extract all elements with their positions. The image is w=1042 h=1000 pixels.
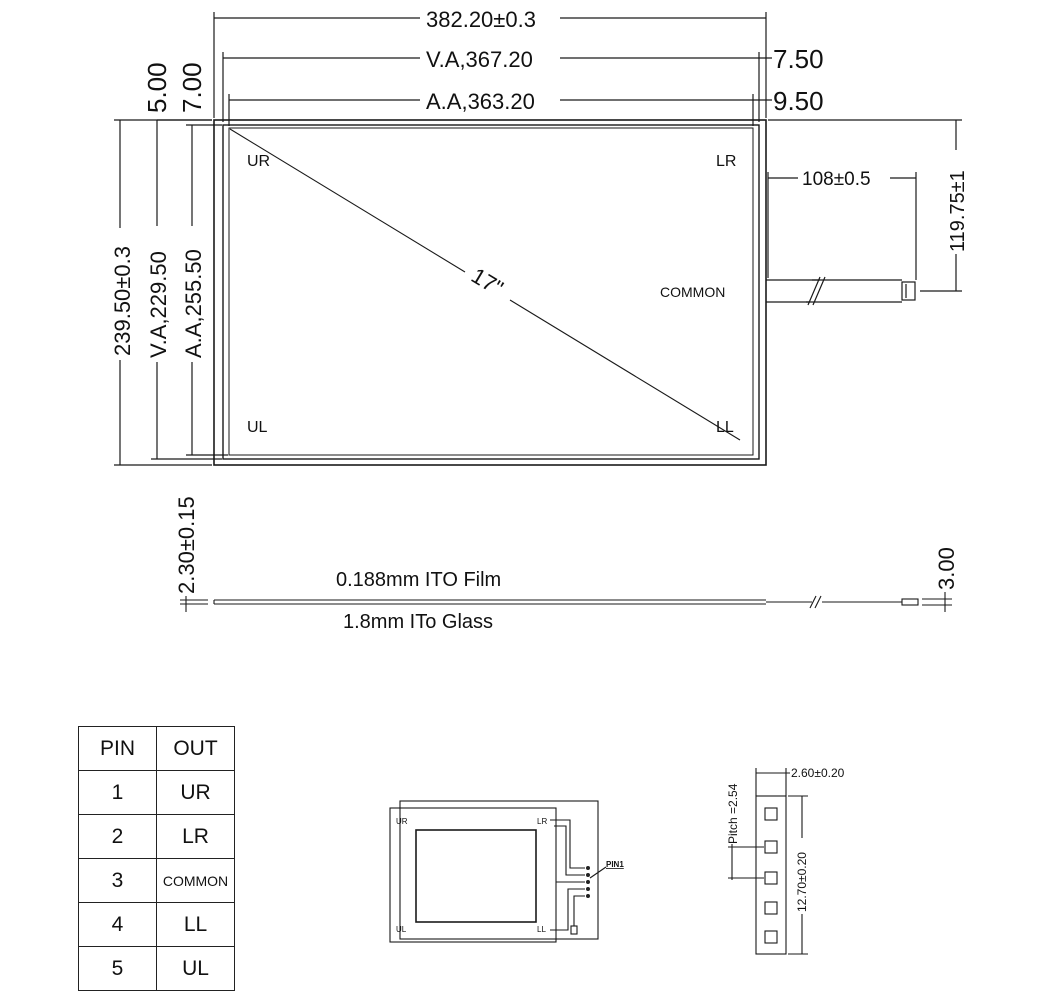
pin-dot	[586, 873, 590, 877]
dim-tail-thickness-label: 3.00	[934, 547, 959, 590]
label-bg	[934, 540, 958, 592]
corner-lr-label: LR	[716, 153, 736, 170]
dim-connector-length-label: 12.70±0.20	[795, 852, 809, 912]
wire-ur	[550, 819, 585, 869]
pin-output: UR	[156, 770, 235, 815]
dim-aa-height-label: A.A,255.50	[181, 249, 206, 358]
dim-tail-length-label: 108±0.5	[802, 169, 871, 190]
common-label: COMMON	[660, 284, 725, 300]
pin-dot	[586, 887, 590, 891]
diagonal-size-label: 17"	[467, 263, 508, 301]
out-header: OUT	[156, 726, 235, 771]
connector-body	[755, 795, 787, 955]
table-row: 3 COMMON	[78, 858, 235, 903]
panel-outline	[213, 119, 767, 466]
dim-va-width-label: V.A,367.20	[426, 47, 533, 72]
dim-connector-width-label: 2.60±0.20	[791, 766, 845, 780]
table-row: 4 LL	[78, 902, 235, 947]
connector-detail: 2.60±0.20 12.70±0.20 Pitch =2.54	[724, 766, 845, 955]
film-label: 0.188mm ITO Film	[336, 569, 501, 591]
pin-number: 4	[78, 902, 157, 947]
side-tail-break-2	[814, 595, 822, 609]
table-row: 5 UL	[78, 946, 235, 991]
wire-ll	[550, 888, 585, 931]
table-row: 1 UR	[78, 770, 235, 815]
dim-aa-width-label: A.A,363.20	[426, 89, 535, 114]
corner-ll-label: LL	[716, 419, 734, 436]
table-row: 2 LR	[78, 814, 235, 859]
pin1-leader	[589, 866, 607, 879]
label-bg	[944, 150, 968, 254]
schematic-ur-label: UR	[396, 817, 408, 826]
label-bg	[724, 768, 740, 844]
pin-output: UL	[156, 946, 235, 991]
pin-table: PIN OUT 1 UR 2 LR 3 COMMON 4 LL 5 UL	[78, 726, 235, 991]
label-bg	[794, 838, 810, 914]
tail-connector	[901, 281, 916, 301]
schematic-front-layer	[389, 807, 557, 943]
label-bg	[420, 88, 560, 112]
label-bg	[180, 226, 204, 362]
schematic-connector-pad	[570, 925, 578, 935]
label-bg	[174, 484, 198, 596]
pin-output: LR	[156, 814, 235, 859]
pin-dot	[586, 880, 590, 884]
pin-output: LL	[156, 902, 235, 947]
pin1-label: PIN1	[606, 860, 624, 869]
schematic: UR LR UL LL PIN1	[389, 800, 624, 943]
connector-pad-5	[764, 930, 778, 944]
active-area-outline	[228, 127, 754, 456]
dim-overall-width-label: 382.20±0.3	[426, 7, 536, 32]
corner-ur-label: UR	[247, 153, 270, 170]
label-bg	[145, 226, 169, 362]
top-view: 17" UR LR UL LL COMMON 382.20±0.3 V.A,36…	[108, 6, 969, 466]
schematic-active-area	[415, 829, 537, 923]
wire-lr	[554, 825, 585, 876]
schematic-back-layer	[399, 800, 599, 940]
dim-tail-position-label: 119.75±1	[947, 170, 969, 252]
label-bg	[108, 228, 132, 360]
side-tail-connector	[901, 598, 919, 606]
connector-pad-1	[764, 807, 778, 821]
diagonal-line-lower	[509, 299, 741, 441]
label-bg	[420, 6, 560, 30]
pin-dot	[586, 866, 590, 870]
schematic-lr-label: LR	[537, 817, 547, 826]
wire-ul	[573, 895, 585, 926]
diagonal-line-upper	[229, 128, 466, 273]
label-bg	[798, 166, 890, 190]
dim-left-aa-offset-label: 7.00	[177, 62, 207, 113]
dim-left-va-offset-label: 5.00	[142, 62, 172, 113]
label-bg	[420, 46, 560, 70]
pin-header: PIN	[78, 726, 157, 771]
dim-thickness-label: 2.30±0.15	[174, 496, 199, 594]
dim-right-va-offset-label: 7.50	[773, 44, 824, 74]
pin-number: 2	[78, 814, 157, 859]
schematic-ul-label: UL	[396, 925, 407, 934]
tail-break-1	[807, 276, 821, 306]
pin-table-header-row: PIN OUT	[78, 726, 235, 771]
dim-right-aa-offset-label: 9.50	[773, 86, 824, 116]
pitch-label: Pitch =2.54	[726, 783, 740, 844]
connector-pad-4	[764, 901, 778, 915]
side-view: 2.30±0.15 3.00 0.188mm ITO Film 1.8mm IT…	[174, 484, 959, 633]
connector-pad-2	[764, 840, 778, 854]
schematic-ll-label: LL	[537, 925, 546, 934]
dim-va-height-label: V.A,229.50	[146, 251, 171, 358]
dim-overall-height-label: 239.50±0.3	[110, 246, 135, 356]
pin-number: 5	[78, 946, 157, 991]
pin-output: COMMON	[156, 858, 235, 903]
glass-label: 1.8mm ITo Glass	[343, 611, 493, 633]
viewing-area-outline	[222, 124, 760, 460]
connector-pad-3	[764, 871, 778, 885]
pin-number: 3	[78, 858, 157, 903]
pin-dot	[586, 894, 590, 898]
corner-ul-label: UL	[247, 419, 268, 436]
side-tail-break-1	[809, 595, 817, 609]
pin-number: 1	[78, 770, 157, 815]
tail-break-2	[812, 276, 826, 306]
